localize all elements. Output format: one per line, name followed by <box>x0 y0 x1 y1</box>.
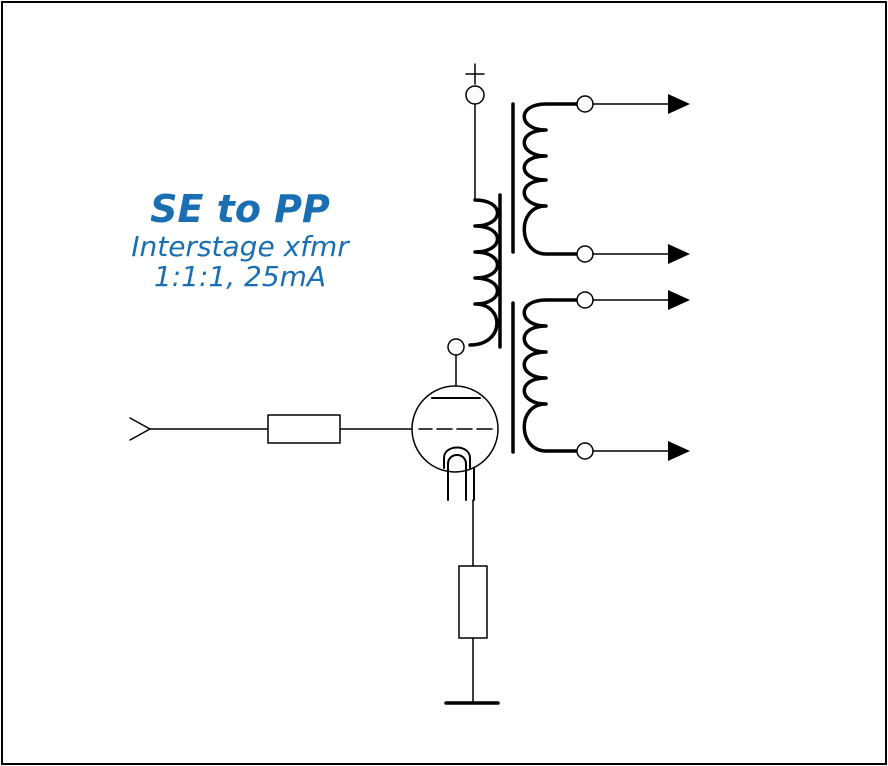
diagram-subtitle-line2: 1:1:1, 25mA <box>153 260 327 293</box>
output-terminal-4 <box>576 442 669 460</box>
output-arrow-2 <box>668 244 690 264</box>
diagram-title: SE to PP <box>150 187 330 231</box>
output-terminal-1 <box>576 95 669 113</box>
upper-secondary-winding <box>522 102 579 256</box>
diagram-subtitle-line1: Interstage xfmr <box>131 230 349 263</box>
output-arrow-3 <box>668 290 690 310</box>
primary-winding <box>468 198 500 347</box>
supply-terminal <box>465 63 485 201</box>
title-block: SE to PP Interstage xfmr 1:1:1, 25mA <box>90 186 390 292</box>
cathode-resistor <box>458 565 488 639</box>
output-arrow-1 <box>668 94 690 114</box>
lower-secondary-winding <box>522 298 579 453</box>
grid-resistor <box>267 414 341 444</box>
output-terminal-2 <box>576 245 669 263</box>
output-terminal-3 <box>576 291 669 309</box>
triode-tube <box>411 385 499 501</box>
output-arrow-4 <box>668 441 690 461</box>
input-connector <box>129 417 269 441</box>
